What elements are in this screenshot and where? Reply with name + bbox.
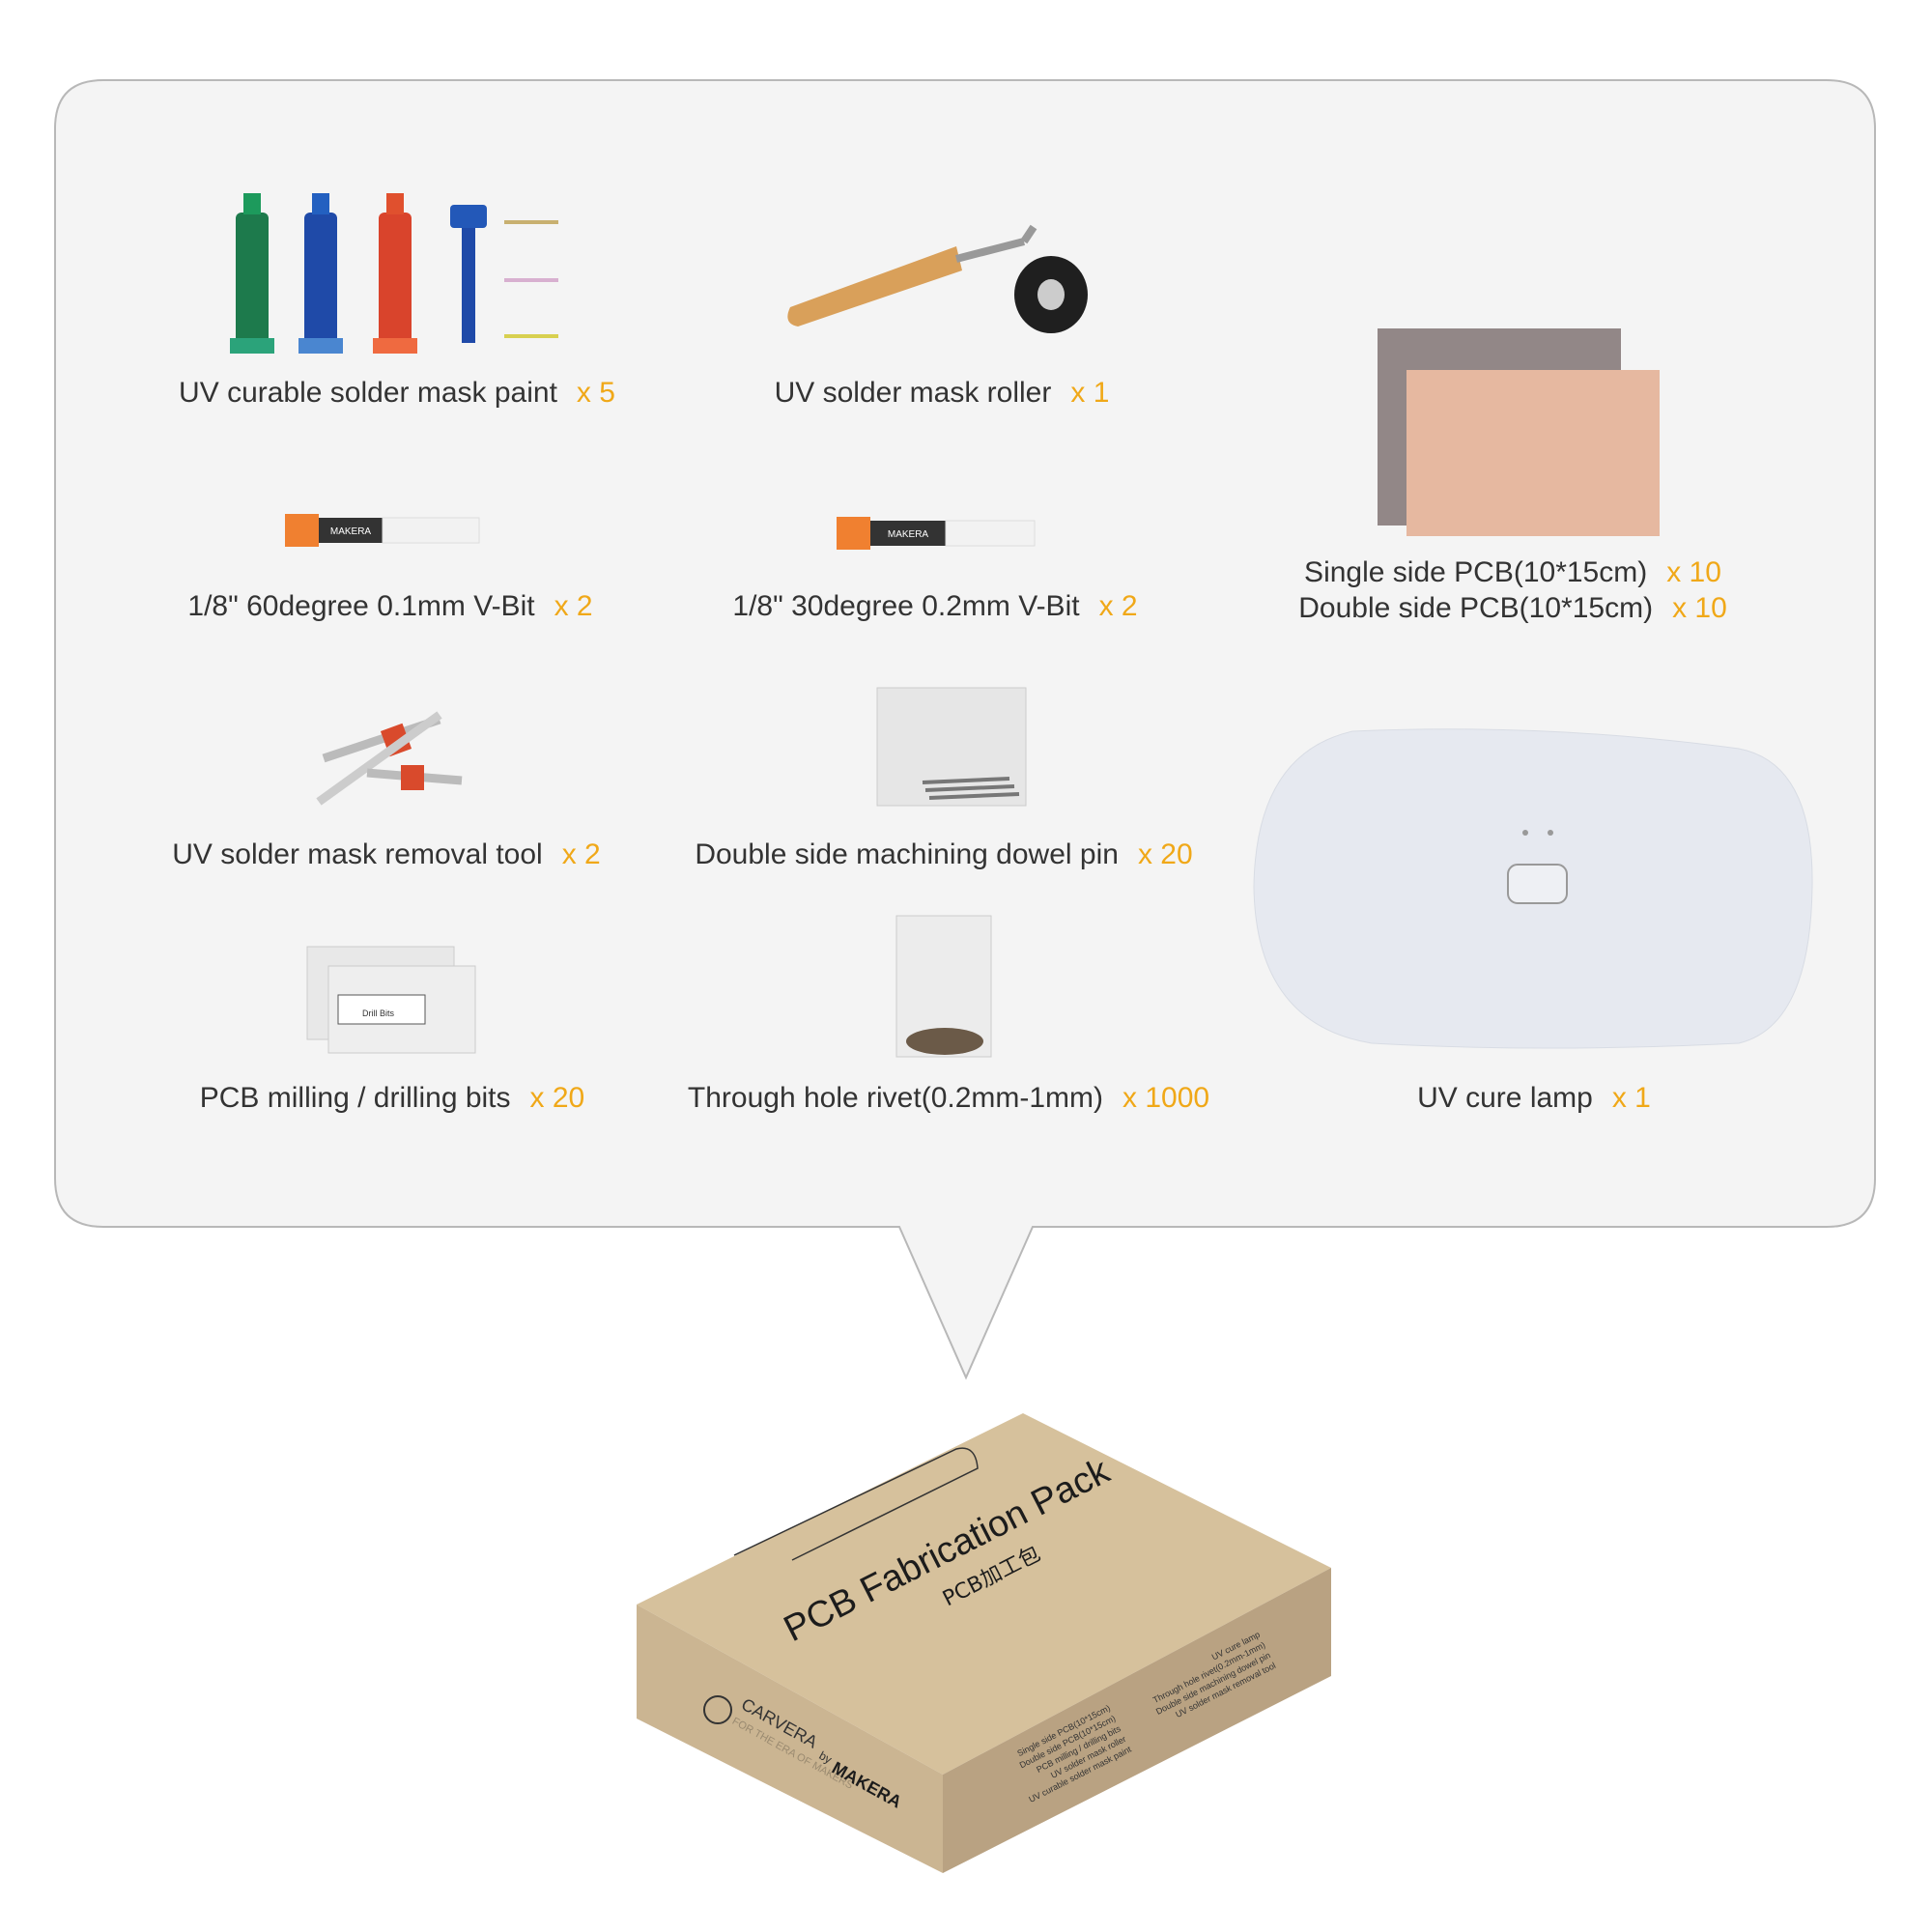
roller-icon (787, 224, 1088, 333)
item-qty: x 2 (561, 838, 601, 870)
item-label-paint: UV curable solder mask paint x 5 (179, 377, 615, 410)
item-label-uv-lamp: UV cure lamp x 1 (1417, 1082, 1651, 1115)
item-qty: x 1 (1070, 377, 1110, 409)
item-name: Through hole rivet(0.2mm-1mm) (687, 1082, 1104, 1114)
item-qty: x 20 (529, 1082, 585, 1114)
item-name: 1/8" 30degree 0.2mm V-Bit (732, 590, 1080, 622)
uv-lamp-icon (1253, 728, 1813, 1049)
item-label-single-pcb: Single side PCB(10*15cm) x 10 (1304, 556, 1721, 589)
item-label-rivet: Through hole rivet(0.2mm-1mm) x 1000 (688, 1082, 1209, 1115)
item-label-removal-tool: UV solder mask removal tool x 2 (172, 838, 601, 871)
item-label-dowel-pin: Double side machining dowel pin x 20 (695, 838, 1192, 871)
pcb-fabrication-pack-box: PCB Fabrication Pack PCB加工包 CARVERA FOR … (637, 1413, 1331, 1873)
item-qty: x 20 (1137, 838, 1193, 870)
item-name: Double side PCB(10*15cm) (1298, 592, 1654, 624)
v-bit-icon (285, 514, 480, 547)
item-qty: x 2 (1098, 590, 1138, 622)
item-label-drill-bits: PCB milling / drilling bits x 20 (200, 1082, 585, 1115)
item-name: UV curable solder mask paint (179, 377, 557, 409)
rivet-bag-icon (895, 915, 992, 1058)
paint-tubes-icon (230, 193, 558, 354)
item-name: UV cure lamp (1417, 1082, 1593, 1114)
box-by: by (817, 1748, 835, 1766)
item-qty: x 10 (1666, 556, 1721, 588)
item-qty: x 10 (1672, 592, 1727, 624)
vbit-brand: MAKERA (888, 529, 929, 540)
makera-logo-icon (703, 1695, 732, 1724)
dowel-pin-bag-icon (876, 687, 1027, 807)
item-qty: x 5 (576, 377, 615, 409)
item-qty: x 1000 (1122, 1082, 1210, 1114)
item-label-roller: UV solder mask roller x 1 (775, 377, 1110, 410)
item-qty: x 2 (554, 590, 593, 622)
drill-bits-icon (306, 946, 476, 1054)
pcb-board-icon (1378, 328, 1660, 536)
item-name: PCB milling / drilling bits (199, 1082, 511, 1114)
item-label-double-pcb: Double side PCB(10*15cm) x 10 (1298, 592, 1727, 625)
power-button (1507, 864, 1568, 904)
vbit-brand: MAKERA (330, 526, 372, 537)
item-name: Double side machining dowel pin (695, 838, 1119, 870)
item-name: Single side PCB(10*15cm) (1304, 556, 1648, 588)
v-bit-icon (837, 517, 1036, 550)
item-label-vbit-30: 1/8" 30degree 0.2mm V-Bit x 2 (732, 590, 1137, 623)
item-name: UV solder mask roller (774, 377, 1052, 409)
drill-bits-label: Drill Bits (362, 1009, 394, 1018)
item-name: 1/8" 60degree 0.1mm V-Bit (187, 590, 535, 622)
item-name: UV solder mask removal tool (172, 838, 543, 870)
item-qty: x 1 (1611, 1082, 1651, 1114)
removal-tool-icon (316, 711, 463, 806)
item-label-vbit-60: 1/8" 60degree 0.1mm V-Bit x 2 (187, 590, 592, 623)
